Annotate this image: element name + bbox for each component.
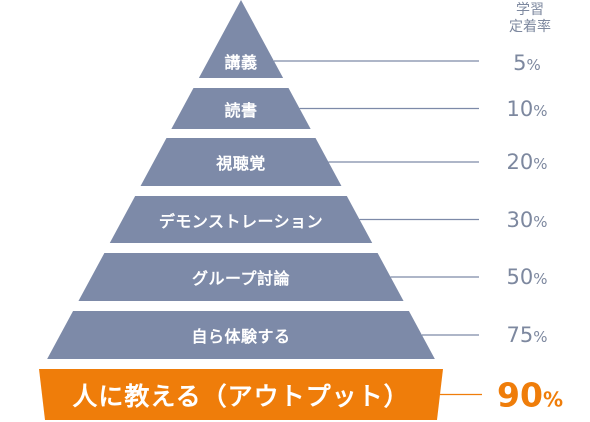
rate-unit: %	[533, 212, 548, 231]
rate-value: 50	[506, 265, 534, 289]
tier-label-1: 講義	[224, 53, 258, 72]
tier-label-6: 自ら体験する	[191, 327, 291, 346]
retention-rate-4: 30%	[507, 208, 548, 232]
rate-unit: %	[533, 155, 548, 173]
retention-rate-5: 50%	[507, 265, 548, 289]
rate-value: 90	[497, 375, 543, 414]
pyramid-tier-5	[78, 253, 404, 301]
tier-label-2: 読書	[224, 100, 258, 120]
rate-unit: %	[526, 56, 541, 74]
rate-value: 5	[513, 51, 527, 75]
rate-unit: %	[533, 328, 548, 346]
pyramid-tier-6	[47, 311, 435, 359]
pyramid-tier-3	[140, 138, 342, 186]
retention-rate-1: 5%	[513, 51, 541, 75]
header-line-1: 学習	[516, 2, 544, 18]
rate-unit: %	[533, 270, 548, 288]
retention-rate-3: 20%	[507, 150, 548, 174]
pyramid-tier-2	[171, 88, 311, 129]
pyramid-tier-4	[109, 196, 373, 243]
pyramid-tier-1	[198, 0, 284, 78]
rate-value: 20	[506, 150, 534, 174]
rate-unit: %	[542, 387, 563, 411]
tier-label-3: 視聴覚	[216, 154, 266, 173]
header-line-2: 定着率	[509, 19, 551, 35]
tier-label-4: デモンストレーション	[158, 211, 324, 231]
rate-value: 30	[506, 207, 534, 232]
pyramid-tier-7	[39, 369, 443, 420]
retention-rate-2: 10%	[507, 97, 548, 121]
rate-value: 10	[506, 96, 534, 121]
tier-label-7: 人に教える（アウトプット）	[72, 381, 410, 411]
rate-value: 75	[506, 323, 534, 347]
tier-label-5: グループ討論	[191, 269, 291, 288]
rate-unit: %	[533, 101, 548, 120]
retention-rate-6: 75%	[507, 323, 548, 347]
retention-rate-header: 学習 定着率	[509, 2, 551, 36]
retention-rate-7: 90%	[497, 375, 563, 414]
